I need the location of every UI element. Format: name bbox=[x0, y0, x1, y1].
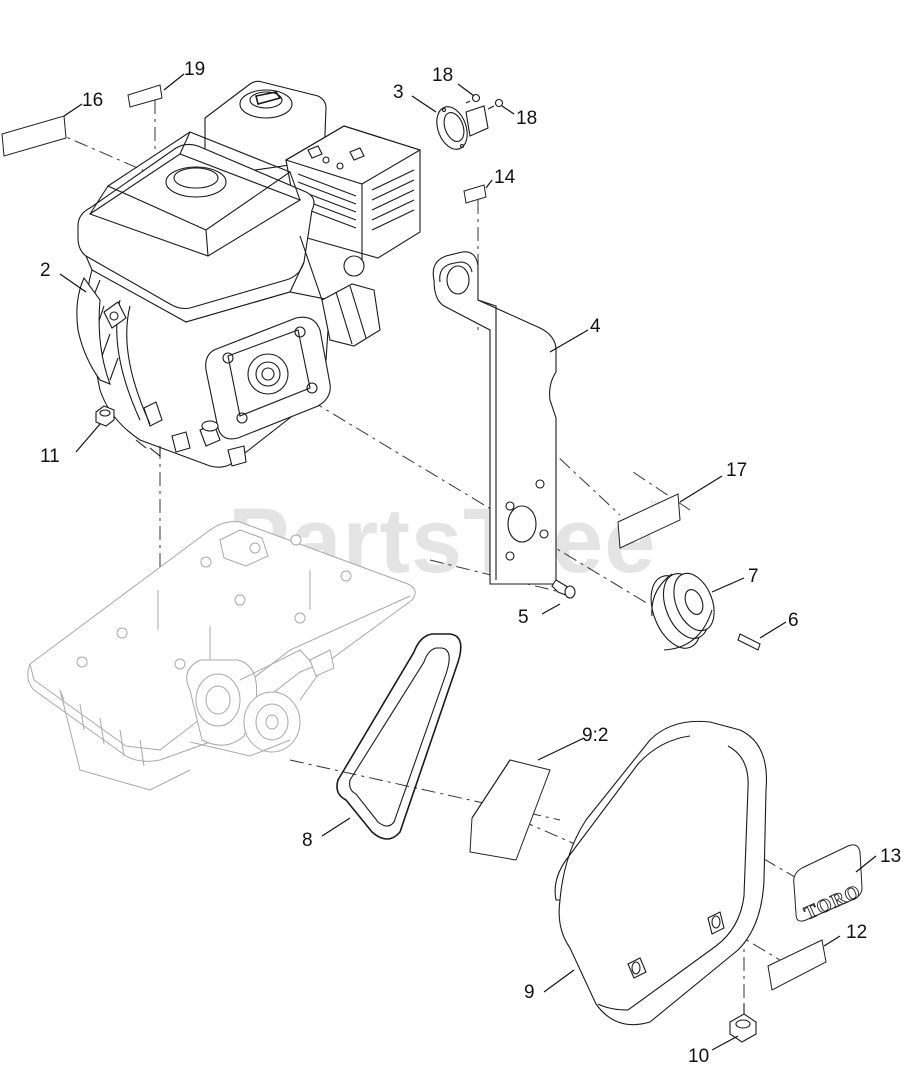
callout-7[interactable]: 7 bbox=[748, 566, 759, 587]
callout-11[interactable]: 11 bbox=[40, 446, 60, 467]
callout-5[interactable]: 5 bbox=[518, 607, 529, 628]
callout-10[interactable]: 10 bbox=[688, 1046, 709, 1067]
callout-12[interactable]: 12 bbox=[846, 922, 867, 943]
part-6-key[interactable] bbox=[737, 633, 761, 651]
part-18-screw-top[interactable] bbox=[465, 93, 481, 104]
leader-lines bbox=[59, 73, 877, 1051]
callout-9[interactable]: 9 bbox=[524, 982, 535, 1003]
callout-numbers: 19 16 18 3 18 14 2 4 11 17 7 5 6 9:2 8 1… bbox=[40, 59, 901, 1067]
decal-12[interactable] bbox=[767, 939, 827, 991]
part-2-engine[interactable] bbox=[76, 80, 422, 468]
part-10-bolt[interactable] bbox=[729, 1004, 757, 1043]
part-3-cover[interactable] bbox=[431, 103, 489, 154]
callout-18-right[interactable]: 18 bbox=[516, 108, 537, 129]
decal-16[interactable] bbox=[1, 115, 67, 157]
part-5-bolt[interactable] bbox=[551, 579, 576, 599]
part-18-screw-right[interactable] bbox=[487, 98, 504, 110]
decal-17[interactable] bbox=[617, 493, 681, 549]
decal-14[interactable] bbox=[463, 184, 487, 204]
part-11-nut[interactable] bbox=[95, 405, 115, 427]
callout-3[interactable]: 3 bbox=[393, 82, 404, 103]
callout-9-2[interactable]: 9:2 bbox=[582, 725, 608, 746]
callout-14[interactable]: 14 bbox=[494, 167, 516, 188]
callout-17[interactable]: 17 bbox=[726, 460, 747, 481]
callout-4[interactable]: 4 bbox=[590, 316, 601, 337]
part-4-bracket[interactable] bbox=[432, 251, 557, 585]
decal-19[interactable] bbox=[127, 84, 163, 108]
decal-13-toro[interactable]: TORO bbox=[793, 844, 865, 925]
callout-6[interactable]: 6 bbox=[788, 610, 799, 631]
part-8-belt[interactable] bbox=[336, 633, 462, 840]
part-7-pulley[interactable] bbox=[641, 567, 722, 655]
part-9-belt-guard[interactable] bbox=[554, 720, 768, 1026]
callout-19[interactable]: 19 bbox=[184, 59, 205, 80]
callout-13[interactable]: 13 bbox=[880, 846, 901, 867]
callout-16[interactable]: 16 bbox=[82, 90, 103, 111]
callout-8[interactable]: 8 bbox=[302, 830, 313, 851]
callout-2[interactable]: 2 bbox=[40, 260, 51, 281]
decal-9-2[interactable] bbox=[469, 759, 551, 861]
base-plate-reference bbox=[27, 521, 416, 791]
callout-18-top[interactable]: 18 bbox=[432, 65, 453, 86]
